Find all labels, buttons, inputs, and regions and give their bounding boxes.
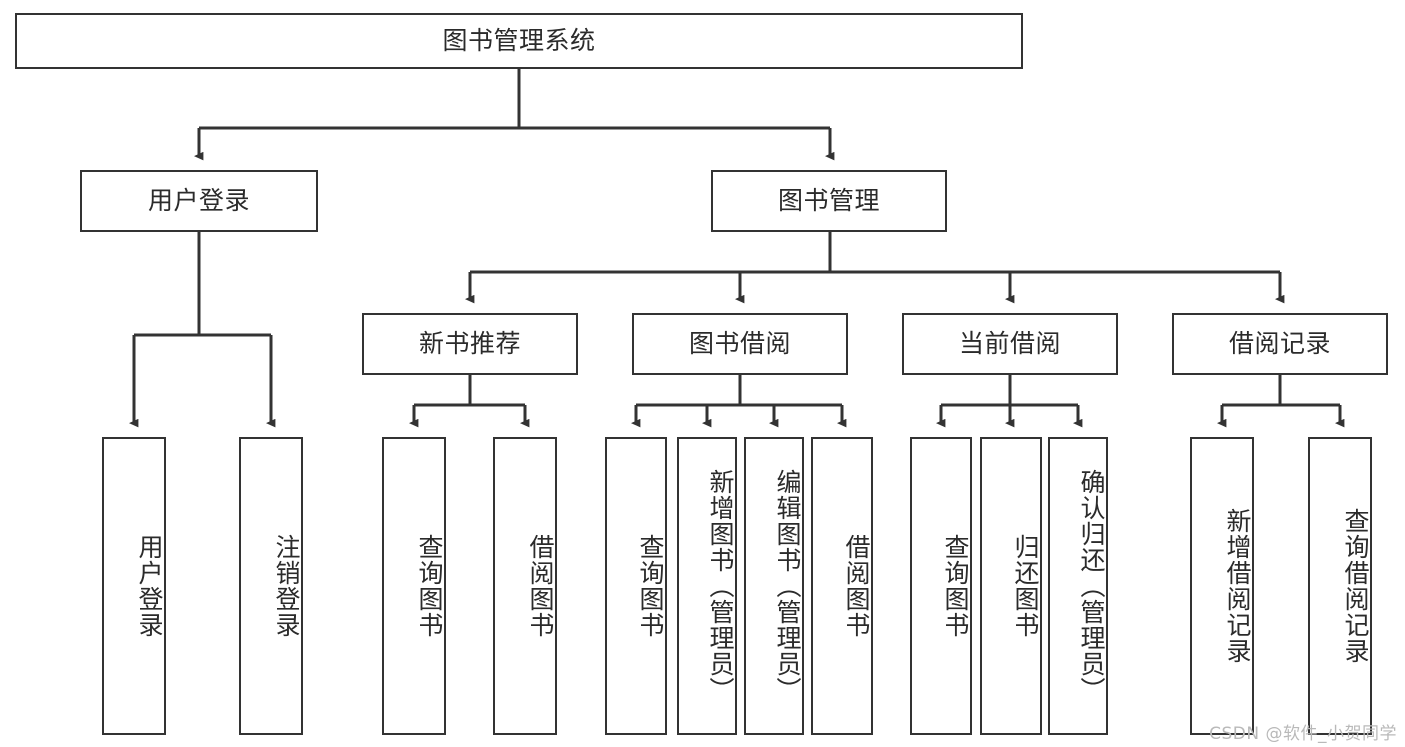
node-leaf-query-book-current-label: 查询图书 bbox=[941, 534, 970, 638]
node-leaf-borrow-book-recommend[interactable]: 借阅图书 bbox=[493, 437, 557, 735]
node-leaf-add-book[interactable]: 新增图书（管理员） bbox=[677, 437, 737, 735]
node-borrow-record[interactable]: 借阅记录 bbox=[1172, 313, 1388, 375]
node-leaf-borrow-book-recommend-label: 借阅图书 bbox=[526, 534, 555, 638]
node-user-login[interactable]: 用户登录 bbox=[80, 170, 318, 232]
node-leaf-query-book-borrow[interactable]: 查询图书 bbox=[605, 437, 667, 735]
node-leaf-query-book-borrow-label: 查询图书 bbox=[636, 534, 665, 638]
node-new-book-recommend[interactable]: 新书推荐 bbox=[362, 313, 578, 375]
node-leaf-user-logout[interactable]: 注销登录 bbox=[239, 437, 303, 735]
node-leaf-user-login[interactable]: 用户登录 bbox=[102, 437, 166, 735]
node-leaf-edit-book-label: 编辑图书（管理员） bbox=[773, 469, 802, 703]
node-leaf-add-book-label: 新增图书（管理员） bbox=[706, 469, 735, 703]
node-leaf-borrow-book-label: 借阅图书 bbox=[842, 534, 871, 638]
node-leaf-return-book-label: 归还图书 bbox=[1011, 534, 1040, 638]
node-leaf-query-book-recommend[interactable]: 查询图书 bbox=[382, 437, 446, 735]
node-book-borrow[interactable]: 图书借阅 bbox=[632, 313, 848, 375]
csdn-watermark: CSDN @软件_小贺同学 bbox=[1209, 724, 1397, 744]
node-leaf-edit-book[interactable]: 编辑图书（管理员） bbox=[744, 437, 804, 735]
node-leaf-query-book-current[interactable]: 查询图书 bbox=[910, 437, 972, 735]
node-book-manage[interactable]: 图书管理 bbox=[711, 170, 947, 232]
node-leaf-user-logout-label: 注销登录 bbox=[272, 534, 301, 638]
node-leaf-query-borrow-record[interactable]: 查询借阅记录 bbox=[1308, 437, 1372, 735]
node-root-system[interactable]: 图书管理系统 bbox=[15, 13, 1023, 69]
node-leaf-return-book[interactable]: 归还图书 bbox=[980, 437, 1042, 735]
node-leaf-user-login-label: 用户登录 bbox=[135, 534, 164, 638]
node-leaf-add-borrow-record[interactable]: 新增借阅记录 bbox=[1190, 437, 1254, 735]
node-leaf-add-borrow-record-label: 新增借阅记录 bbox=[1223, 508, 1252, 664]
node-leaf-confirm-return-label: 确认归还（管理员） bbox=[1077, 469, 1106, 703]
node-leaf-query-book-recommend-label: 查询图书 bbox=[415, 534, 444, 638]
node-leaf-confirm-return[interactable]: 确认归还（管理员） bbox=[1048, 437, 1108, 735]
node-current-borrow[interactable]: 当前借阅 bbox=[902, 313, 1118, 375]
node-leaf-borrow-book[interactable]: 借阅图书 bbox=[811, 437, 873, 735]
node-leaf-query-borrow-record-label: 查询借阅记录 bbox=[1341, 508, 1370, 664]
